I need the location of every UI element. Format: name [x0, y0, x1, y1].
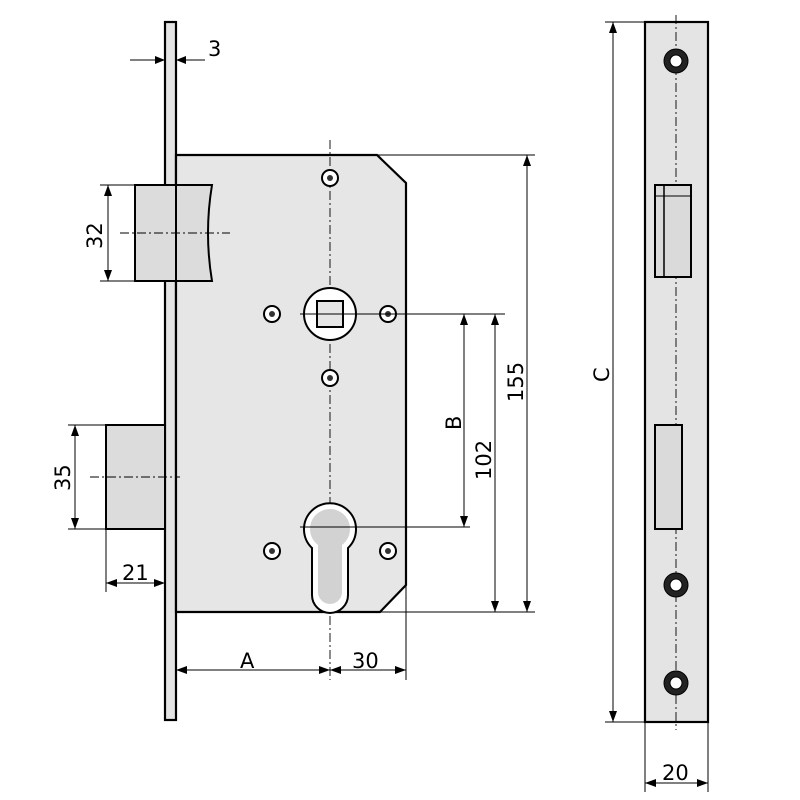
dim-distance-b: B [442, 416, 466, 430]
dim-faceplate-thickness: 3 [208, 37, 221, 61]
dim-center-to-edge: 30 [352, 649, 379, 673]
dim-plate-length: C [590, 367, 614, 382]
dim-backset: A [240, 649, 255, 673]
dim-plate-width: 20 [662, 761, 689, 785]
lock-case [174, 153, 408, 614]
faceplate-screw-top [663, 48, 689, 74]
faceplate-front [643, 20, 710, 724]
dim-deadbolt-height: 35 [51, 464, 75, 491]
faceplate-screw-middle [663, 572, 689, 598]
faceplate-screw-bottom [663, 670, 689, 696]
dim-deadbolt-throw: 21 [122, 561, 149, 585]
faceplate-latch-opening [654, 184, 692, 278]
faceplate-deadbolt-opening [654, 424, 683, 530]
dim-case-height: 155 [504, 362, 528, 402]
dim-latch-height: 32 [83, 222, 107, 249]
faceplate-side [163, 20, 178, 722]
dim-distance-102: 102 [472, 440, 496, 480]
